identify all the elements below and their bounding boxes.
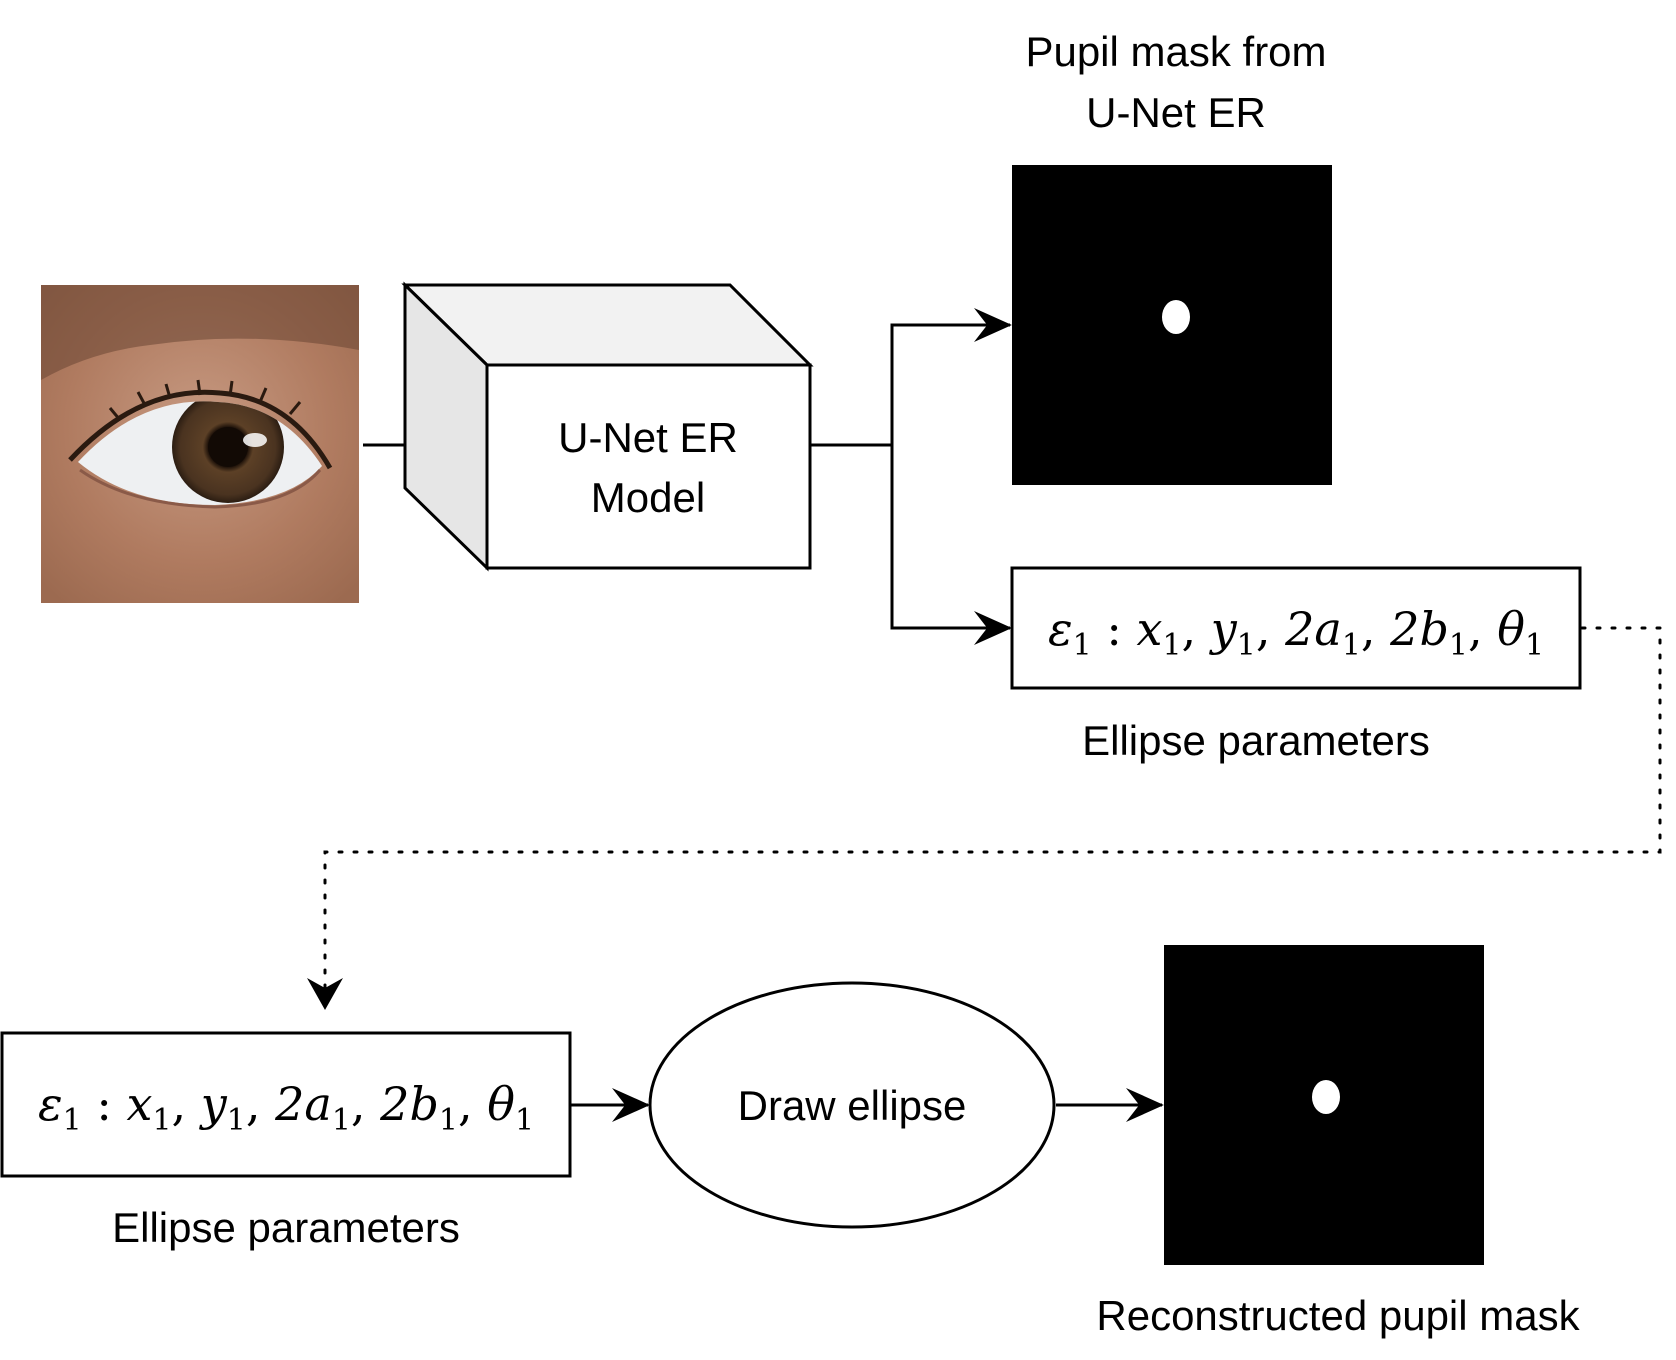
model-label-line1: U-Net ER — [558, 414, 738, 461]
eye-photo-icon — [41, 285, 359, 603]
unet-er-model-box: U-Net ER Model — [401, 281, 814, 572]
draw-ellipse-label: Draw ellipse — [738, 1082, 967, 1129]
bottom-params-box: ε1 : x1, y1, 2a1, 2b1, θ1 — [0, 1031, 572, 1178]
top-mask-title-line1: Pupil mask from — [1025, 28, 1326, 75]
top-pupil-mask — [1012, 165, 1332, 485]
reconstructed-caption: Reconstructed pupil mask — [1096, 1292, 1580, 1339]
reconstructed-pupil-dot — [1312, 1080, 1340, 1114]
model-params-connector — [890, 445, 1012, 646]
bottom-params-caption: Ellipse parameters — [112, 1204, 460, 1251]
model-output-connector — [810, 307, 1012, 447]
top-params-box: ε1 : x1, y1, 2a1, 2b1, θ1 — [1010, 566, 1582, 690]
draw-ellipse-node: Draw ellipse — [648, 981, 1056, 1229]
dotted-connector-arrowhead — [307, 978, 343, 1010]
top-mask-title-line2: U-Net ER — [1086, 89, 1266, 136]
top-params-formula: ε1 : x1, y1, 2a1, 2b1, θ1 — [1048, 602, 1544, 663]
bottom-params-formula: ε1 : x1, y1, 2a1, 2b1, θ1 — [38, 1077, 534, 1138]
reconstructed-pupil-mask — [1164, 945, 1484, 1265]
dotted-connector — [323, 626, 1662, 1012]
model-label-line2: Model — [591, 474, 705, 521]
top-params-caption: Ellipse parameters — [1082, 717, 1430, 764]
top-pupil-dot — [1162, 300, 1190, 334]
